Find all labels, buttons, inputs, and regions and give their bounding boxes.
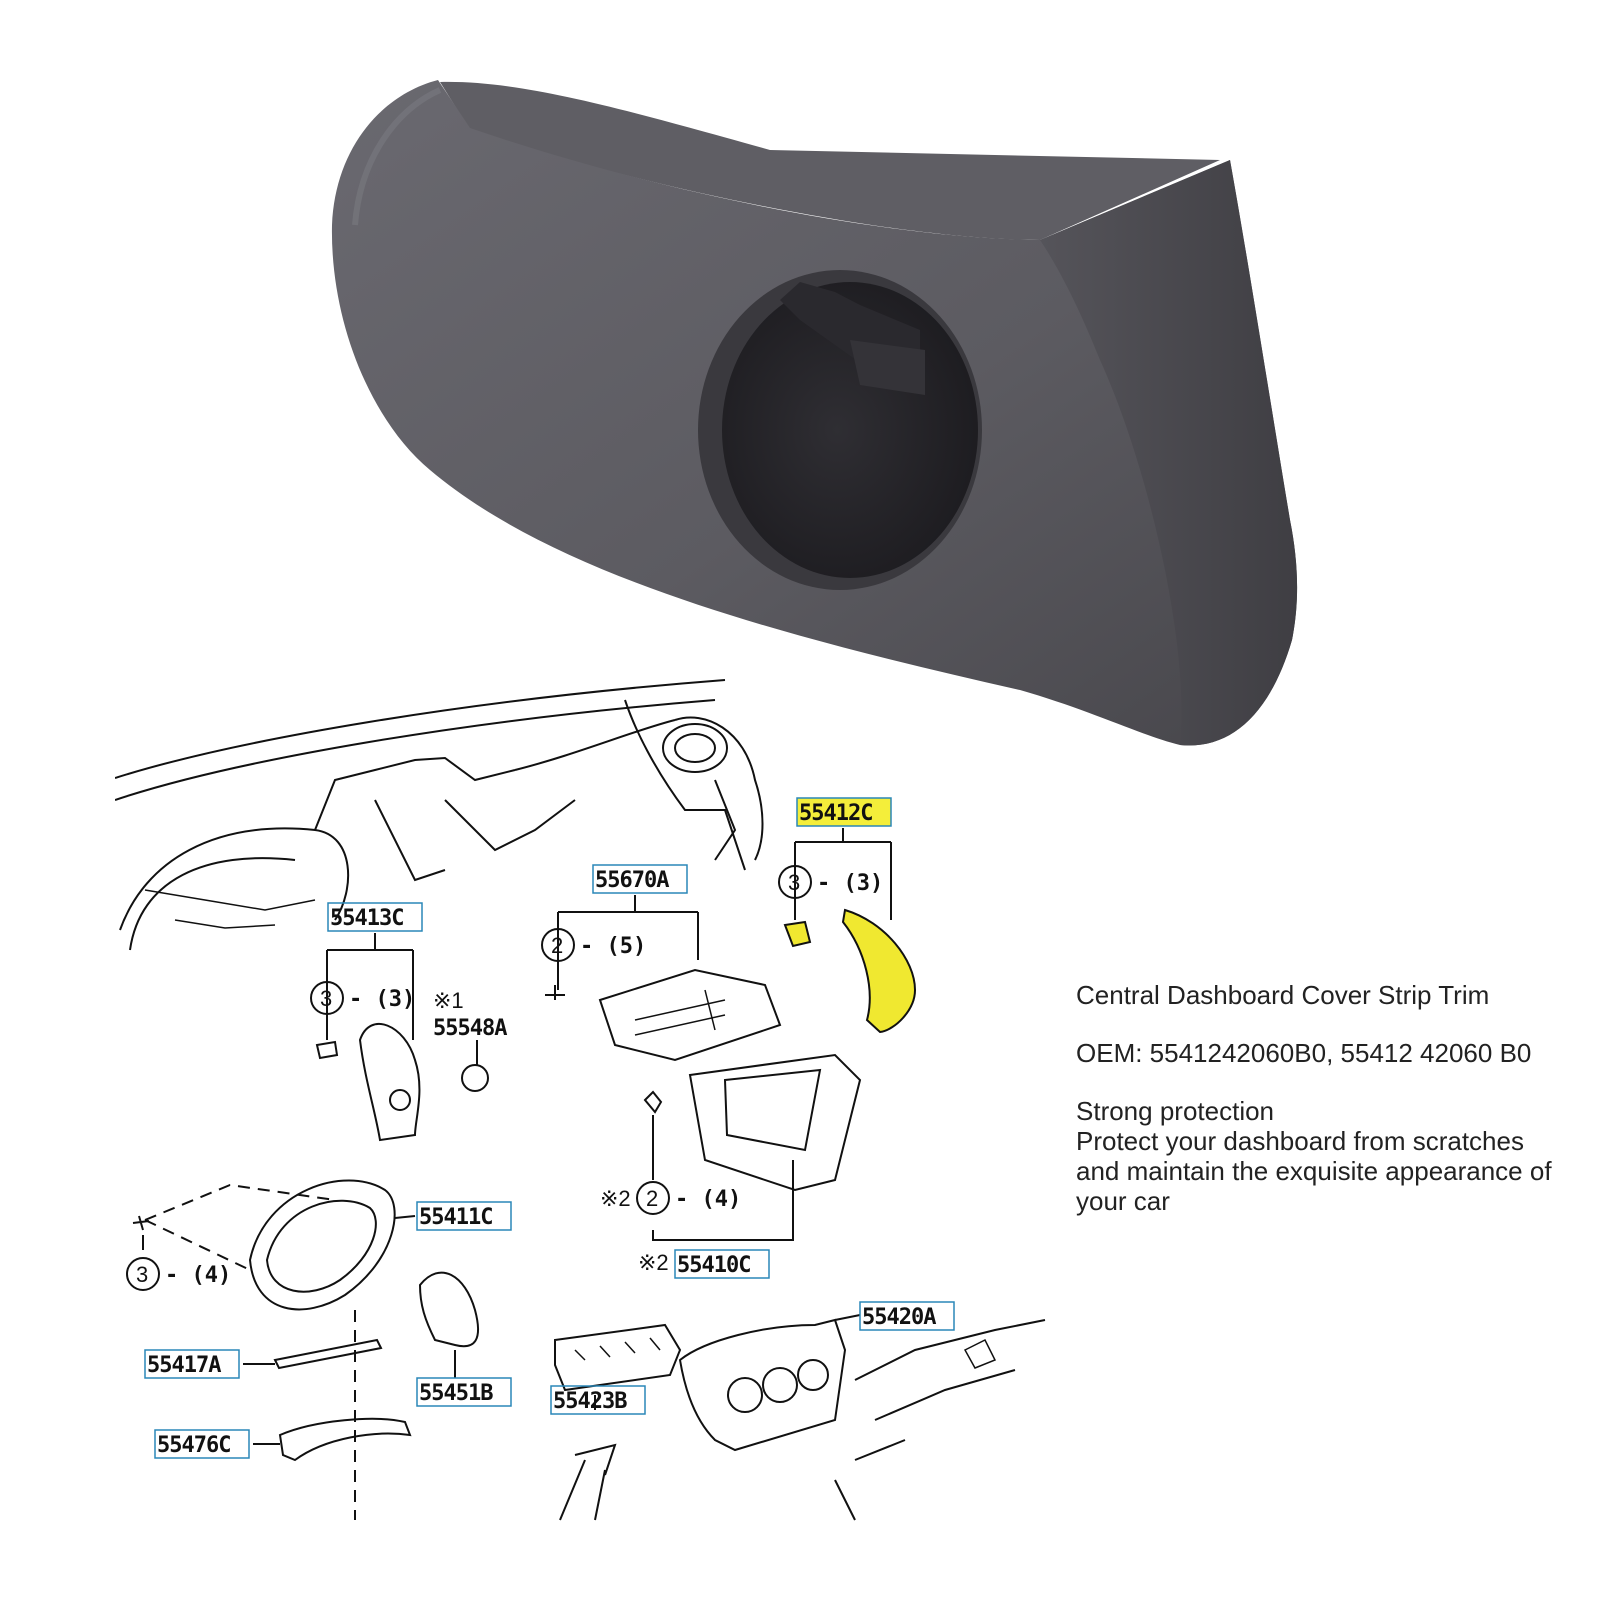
svg-text:55548A: 55548A — [433, 1016, 507, 1041]
feature-block: Strong protection Protect your dashboard… — [1076, 1096, 1556, 1216]
svg-text:3: 3 — [788, 870, 800, 895]
svg-text:55670A: 55670A — [595, 868, 669, 893]
svg-text:55423B: 55423B — [553, 1389, 627, 1414]
trim-piece — [331, 80, 1298, 746]
callout-55410c: ※2 2 - (4) ※2 55410C — [600, 1053, 862, 1279]
part-55410c-frame — [688, 1053, 862, 1192]
svg-text:2: 2 — [646, 1186, 658, 1211]
svg-text:- (4): - (4) — [675, 1187, 741, 1212]
svg-text:55476C: 55476C — [157, 1433, 230, 1458]
svg-text:55410C: 55410C — [677, 1253, 750, 1278]
dashboard-outline — [115, 679, 764, 951]
feature-text: Protect your dashboard from scratches an… — [1076, 1126, 1552, 1216]
callout-55420a: 55420A — [678, 1301, 1046, 1521]
product-photo — [331, 80, 1298, 746]
part-55420a-panel — [678, 1318, 847, 1452]
part-55423b-switch — [554, 1323, 682, 1392]
svg-text:2: 2 — [551, 933, 563, 958]
callout-55423b: 55423B — [550, 1323, 682, 1521]
part-55670a-vent — [598, 968, 782, 1062]
oem-numbers: OEM: 5541242060B0, 55412 42060 B0 — [1076, 1038, 1532, 1068]
svg-text:55451B: 55451B — [419, 1381, 493, 1406]
svg-text:55417A: 55417A — [147, 1353, 221, 1378]
callout-55413c: 55413C 3 - (3) — [310, 902, 423, 1142]
svg-text:55413C: 55413C — [330, 906, 403, 931]
product-title: Central Dashboard Cover Strip Trim — [1076, 980, 1490, 1010]
callout-55417a: 55417A — [144, 1338, 383, 1379]
part-55413c-trim — [358, 1022, 421, 1142]
callout-55412c: 55412C 3 - (3) — [778, 797, 917, 1034]
svg-text:※1: ※1 — [433, 988, 464, 1013]
svg-text:3: 3 — [136, 1262, 148, 1287]
part-55476c — [278, 1417, 412, 1462]
part-55412c-trim — [841, 908, 917, 1034]
part-55412c-clip — [783, 920, 812, 948]
svg-text:※2: ※2 — [600, 1186, 631, 1211]
callout-55476c: 55476C — [154, 1417, 412, 1462]
svg-text:- (3): - (3) — [349, 987, 415, 1012]
svg-text:- (3): - (3) — [817, 871, 883, 896]
feature-heading: Strong protection — [1076, 1096, 1275, 1126]
svg-text:- (5): - (5) — [580, 934, 646, 959]
svg-text:55420A: 55420A — [862, 1305, 936, 1330]
product-description: Central Dashboard Cover Strip Trim OEM: … — [1076, 980, 1556, 1244]
part-55417a-strip — [273, 1338, 383, 1370]
svg-text:- (4): - (4) — [165, 1263, 231, 1288]
callout-55548a: ※1 55548A — [433, 988, 508, 1092]
svg-text:3: 3 — [320, 986, 332, 1011]
callout-55670a: 55670A 2 - (5) — [541, 864, 782, 1062]
svg-text:55411C: 55411C — [419, 1205, 492, 1230]
part-55451b — [418, 1271, 480, 1348]
part-55548a — [461, 1064, 489, 1092]
parts-diagram: 55412C 3 - (3) 55670A 2 - (5) 55413C 3 -… — [115, 679, 1046, 1521]
label-55412c: 55412C — [799, 801, 872, 826]
callout-55451b: 55451B — [416, 1271, 512, 1407]
callout-55411c: 55411C 3 - (4) — [126, 1179, 512, 1520]
svg-text:※2: ※2 — [638, 1250, 669, 1275]
part-55411c-hood — [248, 1179, 396, 1311]
